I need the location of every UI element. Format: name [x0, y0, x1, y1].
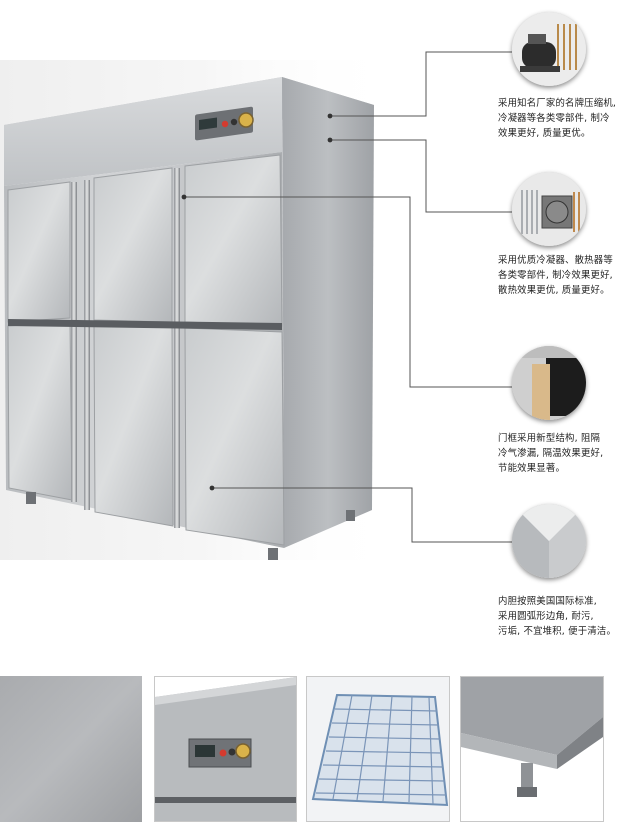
feature-rounded-corner-circle	[512, 504, 586, 578]
refrigerator-feet	[26, 492, 355, 560]
thumbnail-wire-shelf	[306, 676, 450, 822]
thumbnail-adjustable-foot	[460, 676, 604, 822]
condenser-icon	[512, 172, 586, 246]
rounded-corner-icon	[512, 504, 586, 578]
door-lower-middle	[93, 323, 174, 527]
feature-text-condenser: 采用优质冷凝器、散热器等 各类零部件, 制冷效果更好, 散热效果更优, 质量更好…	[498, 255, 613, 296]
thumbnail-control-panel	[154, 676, 297, 822]
thumbnail-steel-texture	[0, 676, 142, 822]
steel-texture-icon	[0, 676, 142, 822]
feature-text-compressor: 采用知名厂家的名牌压缩机, 冷凝器等各类零部件, 制冷 效果更好, 质量更优。	[498, 98, 617, 139]
door-lower-left	[7, 321, 73, 501]
feature-text-rounded-corner: 内胆按照美国国际标准, 采用圆弧形边角, 耐污, 污垢, 不宜堆积, 便于清洁。	[498, 596, 617, 637]
adjustable-foot-icon	[461, 677, 603, 821]
feature-condenser-circle	[512, 172, 586, 246]
feature-door-frame-circle	[512, 346, 586, 420]
door-upper-middle	[93, 167, 173, 323]
control-panel	[195, 106, 254, 141]
door-handles	[71, 168, 180, 528]
feature-compressor-circle	[512, 12, 586, 86]
door-frame-icon	[512, 346, 586, 420]
callout-lines	[184, 51, 512, 543]
feature-text-door-frame: 门框采用新型结构, 阻隔 冷气渗漏, 隔温效果更好, 节能效果显著。	[498, 433, 604, 474]
control-panel-icon	[155, 677, 296, 821]
compressor-icon	[512, 12, 586, 86]
door-upper-left	[7, 181, 71, 323]
door-upper-right	[184, 154, 283, 327]
wire-shelf-icon	[307, 677, 449, 821]
door-lower-right	[184, 327, 285, 546]
